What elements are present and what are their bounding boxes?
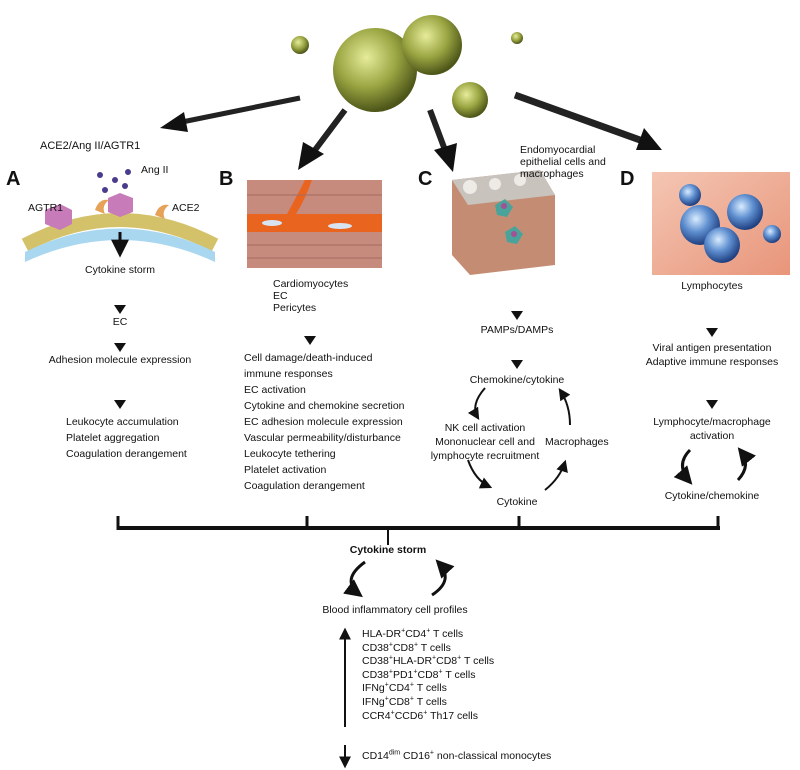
center-profiles: Blood inflammatory cell profiles <box>322 604 468 616</box>
center-title: Cytokine storm <box>349 544 427 556</box>
panel-d-cells: Lymphocytes <box>681 280 743 292</box>
panel-a-outcome-1: Platelet aggregation <box>66 432 160 444</box>
panel-b-cell-1: EC <box>273 290 288 302</box>
panel-d-step2-1: activation <box>689 430 735 442</box>
panel-b-cell-0: Cardiomyocytes <box>273 278 349 290</box>
panel-d-arrows <box>673 300 757 485</box>
ang-ii-label: Ang II <box>141 164 169 176</box>
convergence-bracket <box>116 516 720 545</box>
increased-cell-item: IFNg+CD8+ T cells <box>362 695 447 709</box>
panel-b-outcome-6: Leukocyte tethering <box>244 448 336 460</box>
panel-d-bottom: Cytokine/chemokine <box>664 490 760 502</box>
panel-c-header-0: Endomyocardial <box>520 144 596 156</box>
panel-b-outcome-3: Cytokine and chemokine secretion <box>244 400 405 412</box>
membrane-illustration <box>21 169 219 262</box>
panel-b-outcome-2: EC activation <box>244 384 306 396</box>
ace2-label: ACE2 <box>172 202 200 214</box>
panel-a-step-1: EC <box>112 316 128 328</box>
panel-d-step2-0: Lymphocyte/macrophage <box>653 416 771 428</box>
increased-cell-item: CD38+HLA-DR+CD8+ T cells <box>362 654 495 668</box>
panel-letter-d: D <box>620 168 635 190</box>
panel-a-step-2: Adhesion molecule expression <box>48 354 192 366</box>
panel-b-outcome-5: Vascular permeability/disturbance <box>244 432 401 444</box>
panel-a-step-0: Cytokine storm <box>84 264 156 276</box>
panel-b-outcome-0: Cell damage/death-induced <box>244 352 373 364</box>
increased-cell-item: CD38+PD1+CD8+ T cells <box>362 668 476 681</box>
decreased-cell-item: CD14dim CD16+ non-classical monocytes <box>362 749 552 763</box>
top-label: ACE2/Ang II/AGTR1 <box>40 140 141 152</box>
increased-cell-item: CD38+CD8+ T cells <box>362 641 451 654</box>
panel-c-macrophages: Macrophages <box>545 436 609 448</box>
endomyocardium-illustration <box>452 170 555 275</box>
panel-c-left-2: lymphocyte recruitment <box>430 450 540 462</box>
panel-c-cytokine: Cytokine <box>496 496 538 508</box>
panel-c-step-1: PAMPs/DAMPs <box>480 324 554 336</box>
panel-d-step1-0: Viral antigen presentation <box>652 342 772 354</box>
panel-c-header-2: macrophages <box>520 168 584 180</box>
vessel-illustration <box>247 180 382 268</box>
increased-cell-item: CCR4+CCD6+ Th17 cells <box>362 709 478 722</box>
panel-a-outcome-0: Leukocyte accumulation <box>66 416 179 428</box>
panel-b-outcome-4: EC adhesion molecule expression <box>244 416 403 428</box>
increased-cell-item: IFNg+CD4+ T cells <box>362 681 447 695</box>
panel-c-header-1: epithelial cells and <box>520 156 606 168</box>
panel-a-outcome-2: Coagulation derangement <box>66 448 187 460</box>
panel-c-left-1: Mononuclear cell and <box>435 436 535 448</box>
panel-c-arrows <box>467 288 571 491</box>
panel-b-outcome-8: Coagulation derangement <box>244 480 365 492</box>
panel-b-outcome-1: immune responses <box>244 368 333 380</box>
increased-cell-item: HLA-DR+CD4+ T cells <box>362 627 464 641</box>
panel-letter-a: A <box>6 168 21 190</box>
center-cycle-arrows <box>343 559 455 598</box>
virus-cluster <box>291 15 523 118</box>
panel-d-step1-1: Adaptive immune responses <box>645 356 779 368</box>
panel-a-arrows <box>111 232 129 409</box>
panel-b-cell-2: Pericytes <box>273 302 317 314</box>
panel-c-left-0: NK cell activation <box>444 422 526 434</box>
virus-arrows <box>160 91 662 172</box>
panel-letter-b: B <box>219 168 234 190</box>
panel-letter-c: C <box>418 168 433 190</box>
agtr1-label: AGTR1 <box>28 202 64 214</box>
panel-b-outcome-7: Platelet activation <box>244 464 327 476</box>
lymphocytes-illustration <box>652 172 790 275</box>
panel-c-step-2: Chemokine/cytokine <box>469 374 565 386</box>
